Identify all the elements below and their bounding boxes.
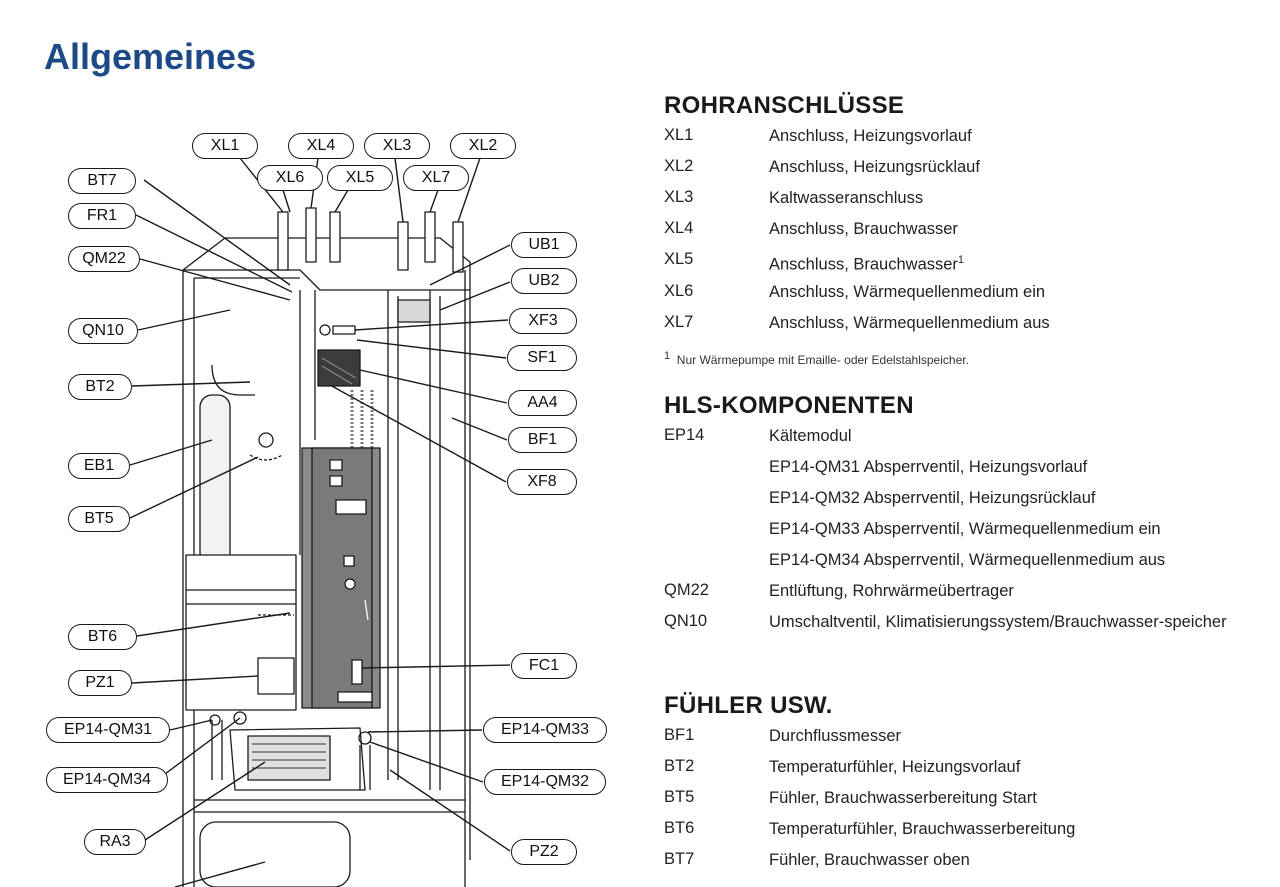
legend-desc: Entlüftung, Rohrwärmeübertrager	[769, 582, 1014, 600]
label-ep14-qm31: EP14-QM31	[46, 717, 170, 743]
page-title: Allgemeines	[44, 36, 257, 77]
legend-code: XL7	[664, 313, 694, 331]
legend-code: BF1	[664, 726, 695, 744]
legend-code: BT5	[664, 788, 695, 806]
heat-pump-diagram: XL1 XL4 XL3 XL2 XL6 XL5 XL7 BT7 FR1 QM22…	[46, 133, 607, 887]
label-ub1: UB1	[511, 232, 577, 258]
section-title-hls-komponenten: HLS-KOMPONENTEN	[664, 392, 914, 419]
legend-code: BT2	[664, 757, 695, 775]
label-ep14-qm32: EP14-QM32	[484, 769, 606, 795]
label-fc1: FC1	[511, 653, 577, 679]
legend-desc: Temperaturfühler, Brauchwasserbereitung	[769, 820, 1076, 838]
legend-code: XL6	[664, 282, 694, 300]
label-xl1: XL1	[192, 133, 258, 159]
legend-desc: Fühler, Brauchwasserbereitung Start	[769, 789, 1037, 807]
legend-code: BT6	[664, 819, 695, 837]
section-title-rohranschluesse: ROHRANSCHLÜSSE	[664, 92, 905, 119]
legend-desc: Anschluss, Heizungsvorlauf	[769, 127, 972, 145]
label-bf1: BF1	[508, 427, 577, 453]
footnote-ref: 1	[957, 254, 965, 266]
legend-desc: Kältemodul	[769, 427, 852, 445]
label-ep14-qm33: EP14-QM33	[483, 717, 607, 743]
section-title-fuehler: FÜHLER USW.	[664, 692, 833, 719]
label-qn10: QN10	[68, 318, 138, 344]
legend-code: XL5	[664, 250, 694, 268]
leader-lines	[129, 157, 511, 887]
legend-code: QM22	[664, 581, 709, 599]
lower-panel	[185, 554, 297, 711]
label-xl5: XL5	[327, 165, 393, 191]
label-xl7: XL7	[403, 165, 469, 191]
label-xl4: XL4	[288, 133, 354, 159]
label-xl6: XL6	[257, 165, 323, 191]
label-sf1: SF1	[507, 345, 577, 371]
heat-pump-drawing	[129, 157, 511, 887]
legend-code: XL2	[664, 157, 694, 175]
legend-desc: Durchflussmesser	[769, 727, 902, 745]
label-qm22: QM22	[68, 246, 140, 272]
label-aa4: AA4	[508, 390, 577, 416]
legend-code: QN10	[664, 612, 708, 630]
legend-desc: Fühler, Brauchwasser oben	[769, 851, 970, 869]
label-fr1: FR1	[68, 203, 136, 229]
legend-desc: Anschluss, Wärmequellenmedium ein	[769, 283, 1046, 301]
legend-desc: Umschaltventil, Klimatisierungssystem/Br…	[769, 613, 1227, 631]
legend-desc: EP14-QM31 Absperrventil, Heizungsvorlauf	[769, 458, 1088, 476]
label-xl2: XL2	[450, 133, 516, 159]
top-pipes	[277, 207, 464, 273]
label-pz1: PZ1	[68, 670, 132, 696]
label-eb1: EB1	[68, 453, 130, 479]
legend-desc: Anschluss, Heizungsrücklauf	[769, 158, 980, 176]
legend-desc: Temperaturfühler, Heizungsvorlauf	[769, 758, 1021, 776]
legend-desc: Anschluss, Brauchwasser	[769, 220, 958, 238]
label-bt2: BT2	[68, 374, 132, 400]
legend-code: XL1	[664, 126, 694, 144]
label-ra3: RA3	[84, 829, 146, 855]
legend-desc-wrapper: Anschluss, Brauchwasser1	[769, 250, 1249, 276]
water-tank	[199, 394, 231, 566]
legend-desc: Anschluss, Wärmequellenmedium aus	[769, 314, 1050, 332]
footnote: 1 Nur Wärmepumpe mit Emaille- oder Edels…	[664, 350, 969, 367]
legend-desc: Anschluss, Brauchwasser	[769, 255, 958, 274]
right-side-panel	[387, 290, 441, 790]
cabinet-top	[183, 269, 470, 291]
legend-code: EP14	[664, 426, 705, 444]
label-xf8: XF8	[507, 469, 577, 495]
footnote-text: Nur Wärmepumpe mit Emaille- oder Edelsta…	[676, 353, 969, 367]
label-xl3: XL3	[364, 133, 430, 159]
legend-desc: EP14-QM34 Absperrventil, Wärmequellenmed…	[769, 551, 1166, 569]
label-bt7: BT7	[68, 168, 136, 194]
legend-desc: Kaltwasseranschluss	[769, 189, 924, 207]
label-xf3: XF3	[509, 308, 577, 334]
label-ep14-qm34: EP14-QM34	[46, 767, 168, 793]
label-ub2: UB2	[511, 268, 577, 294]
label-bt6: BT6	[68, 624, 137, 650]
label-bt5: BT5	[68, 506, 130, 532]
legend-code: XL4	[664, 219, 694, 237]
legend-desc: EP14-QM33 Absperrventil, Wärmequellenmed…	[769, 520, 1161, 538]
legend-desc: EP14-QM32 Absperrventil, Heizungsrücklau…	[769, 489, 1096, 507]
footnote-mark: 1	[664, 350, 671, 362]
label-pz2: PZ2	[511, 839, 577, 865]
legend-code: XL3	[664, 188, 694, 206]
legend-code: BT7	[664, 850, 695, 868]
